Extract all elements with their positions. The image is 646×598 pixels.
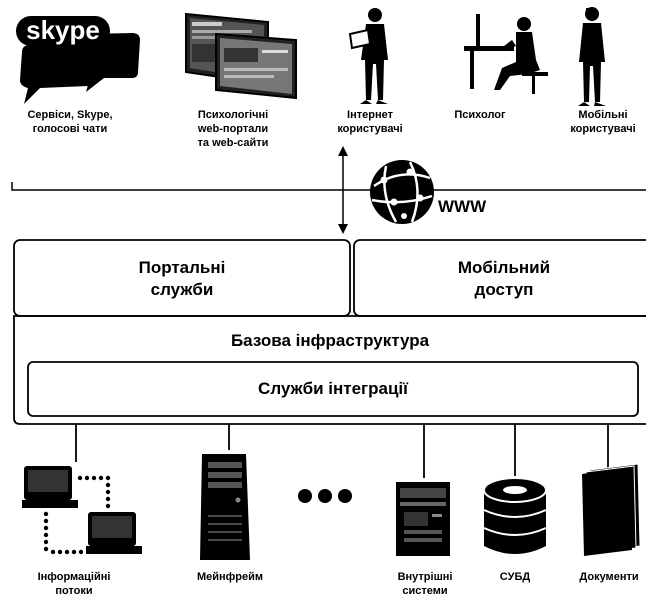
- integration-services-box: [27, 361, 639, 417]
- desk-person-icon: [464, 14, 548, 94]
- skype-icon: skype: [16, 15, 140, 104]
- internal-server-icon: [396, 482, 450, 556]
- psychologist-label: Психолог: [454, 109, 506, 121]
- phone-user-icon: [578, 7, 606, 106]
- network-computers-icon: [22, 466, 142, 555]
- dbms-label: СУБД: [499, 571, 531, 583]
- database-icon: [483, 477, 547, 554]
- laptop-user-icon: [348, 8, 388, 104]
- documents-label: Документи: [579, 571, 639, 583]
- base-infrastructure-box: [13, 315, 646, 425]
- skype-logo-text: skype: [26, 15, 100, 45]
- www-label: WWW: [438, 197, 487, 216]
- base-infrastructure-title: Базова інфраструктура: [230, 331, 430, 350]
- integration-services-title: Служби інтеграції: [258, 379, 408, 398]
- mobile-access-title: Мобільний доступ: [457, 258, 551, 299]
- web-portal-icon: [185, 12, 297, 100]
- documents-icon: [582, 463, 641, 556]
- web-portals-label: Психологічні web-портали та web-сайти: [197, 109, 269, 149]
- bidirectional-arrow: [338, 146, 348, 234]
- mainframe-label: Мейнфрейм: [196, 571, 264, 583]
- skype-services-label: Сервіси, Skype, голосові чати: [27, 109, 113, 135]
- ellipsis-dots: [298, 489, 352, 503]
- internal-systems-label: Внутрішні системи: [397, 571, 453, 597]
- server-tower-icon: [200, 454, 250, 560]
- portal-services-title: Портальні служби: [138, 258, 226, 299]
- info-flows-label: Інформаційні потоки: [37, 571, 111, 597]
- mobile-users-label: Мобільні користувачі: [570, 109, 636, 135]
- globe-icon: [370, 160, 434, 224]
- internet-users-label: Інтернет користувачі: [337, 109, 403, 135]
